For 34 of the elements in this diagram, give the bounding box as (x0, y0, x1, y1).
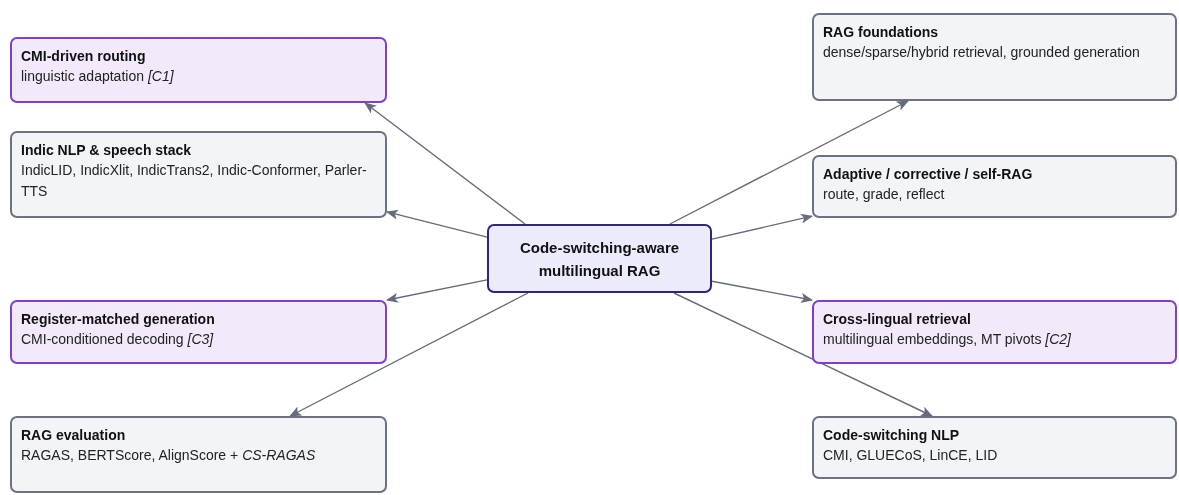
topic-box (10, 131, 387, 218)
arrow (364, 102, 526, 225)
topic-box (812, 13, 1177, 101)
box-heading: Indic NLP & speech stack (21, 141, 193, 160)
highlight-box (10, 300, 387, 364)
topic-box (812, 416, 1177, 479)
box-heading: Code-switching NLP (823, 426, 961, 445)
box-heading: Register-matched generation (21, 310, 216, 329)
arrow (673, 292, 933, 417)
arrow (386, 279, 488, 303)
topic-box (812, 155, 1177, 218)
box-heading: CMI-driven routing (21, 47, 147, 66)
highlight-box (812, 300, 1177, 364)
topic-box (10, 416, 387, 493)
box-description: RAGAS, BERTScore, AlignScore + CS-RAGAS (21, 446, 317, 465)
highlight-box (10, 37, 387, 103)
central-box (487, 224, 712, 293)
box-description: CMI-conditioned decoding [C3] (21, 330, 215, 349)
box-heading: Code-switching-aware multilingual RAG (518, 237, 681, 281)
arrow (711, 280, 813, 303)
box-description: IndicLID, IndicXlit, IndicTrans2, Indic-Conformer, Parler-TTS (21, 161, 368, 201)
arrow (669, 100, 909, 225)
box-heading: RAG evaluation (21, 426, 127, 445)
box-description: CMI, GLUECoS, LinCE, LID (823, 446, 999, 465)
arrow (711, 213, 813, 240)
box-description: multilingual embeddings, MT pivots [C2] (823, 330, 1072, 349)
arrow (386, 209, 488, 238)
box-heading: Cross-lingual retrieval (823, 310, 972, 329)
box-description: route, grade, reflect (823, 185, 946, 204)
box-description: dense/sparse/hybrid retrieval, grounded generation (823, 43, 1141, 62)
box-description: linguistic adaptation [C1] (21, 67, 175, 86)
arrow (289, 292, 529, 417)
box-heading: RAG foundations (823, 23, 940, 42)
box-heading: Adaptive / corrective / self-RAG (823, 165, 1034, 184)
